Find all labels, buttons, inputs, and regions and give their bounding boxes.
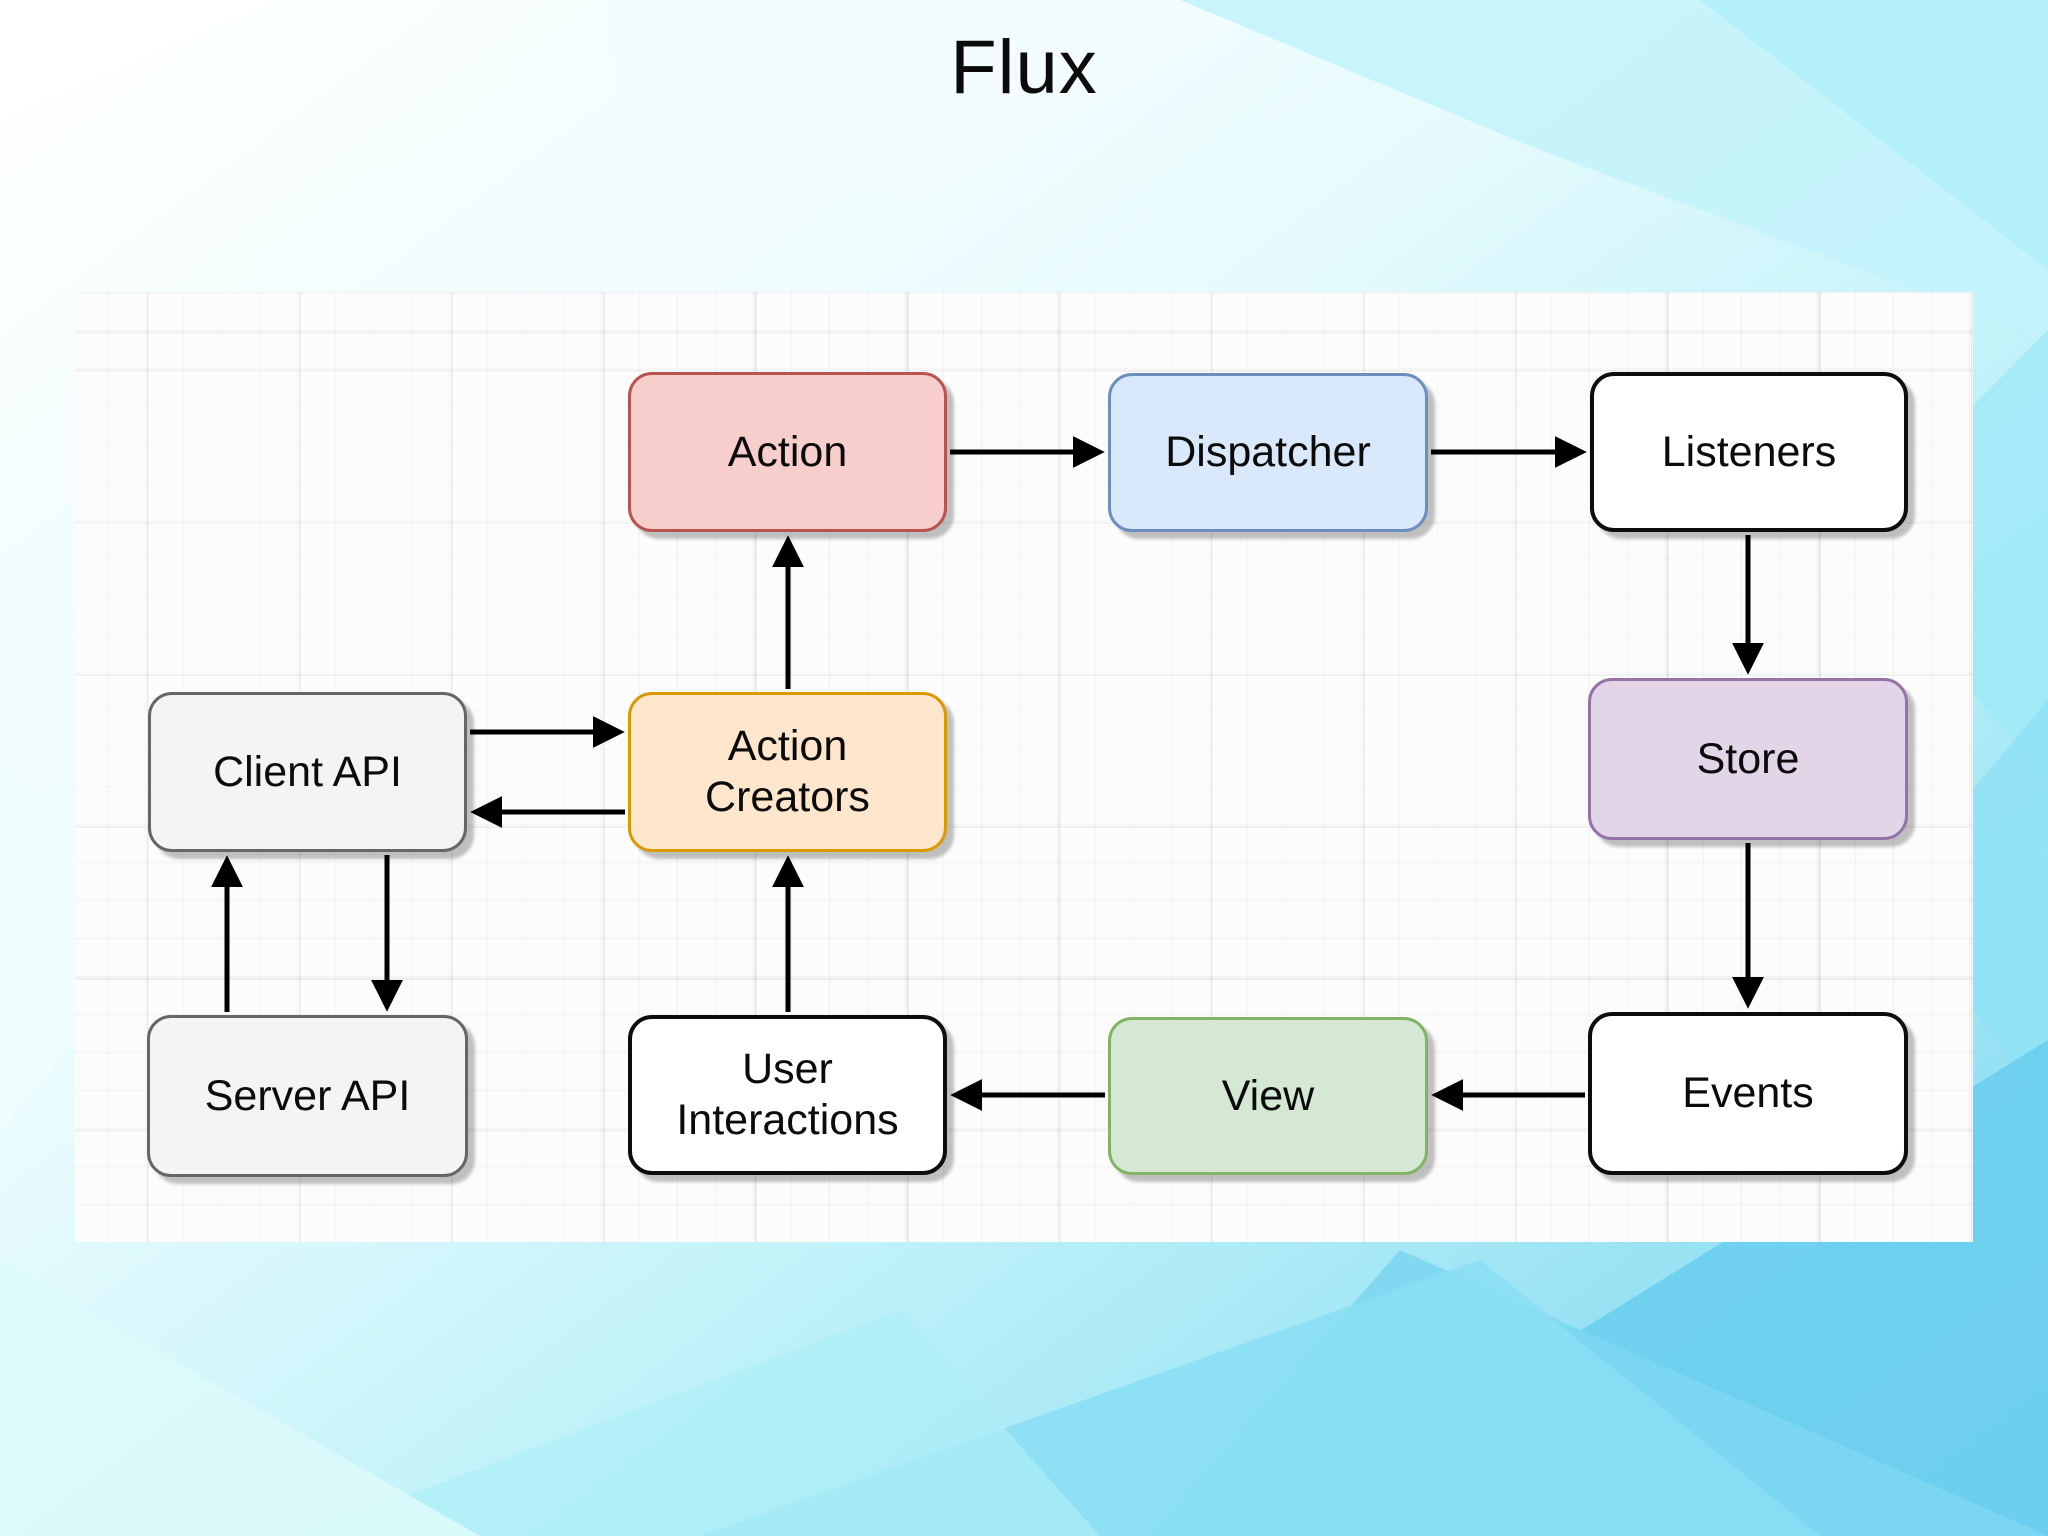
node-label-user-interactions: User Interactions bbox=[676, 1045, 899, 1144]
node-label-action: Action bbox=[727, 427, 848, 476]
node-view: View bbox=[1108, 1017, 1428, 1175]
node-action: Action bbox=[628, 372, 947, 532]
node-action-creators: Action Creators bbox=[628, 692, 947, 852]
node-label-store: Store bbox=[1696, 734, 1800, 783]
node-store: Store bbox=[1588, 678, 1908, 840]
node-label-action-creators: Action Creators bbox=[705, 722, 870, 821]
node-dispatcher: Dispatcher bbox=[1108, 373, 1428, 532]
node-listeners: Listeners bbox=[1590, 372, 1908, 532]
node-label-events: Events bbox=[1682, 1069, 1814, 1118]
node-label-view: View bbox=[1221, 1071, 1315, 1120]
node-server-api: Server API bbox=[147, 1015, 468, 1177]
node-label-dispatcher: Dispatcher bbox=[1165, 428, 1371, 477]
node-label-client-api: Client API bbox=[213, 747, 402, 796]
node-client-api: Client API bbox=[148, 692, 467, 852]
node-user-interactions: User Interactions bbox=[628, 1015, 947, 1175]
node-label-listeners: Listeners bbox=[1661, 427, 1837, 476]
page-title: Flux bbox=[950, 25, 1098, 110]
node-events: Events bbox=[1588, 1012, 1908, 1175]
node-label-server-api: Server API bbox=[204, 1071, 411, 1120]
